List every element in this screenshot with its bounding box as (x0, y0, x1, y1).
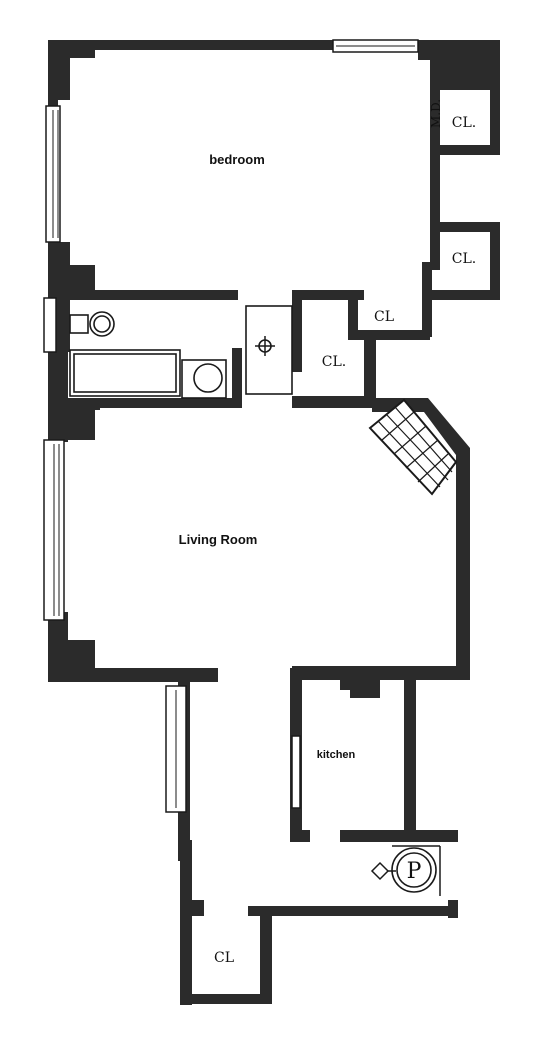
bathtub (69, 349, 181, 397)
bedroom-walls (48, 40, 500, 406)
living-room-window (43, 439, 65, 621)
closet-label-2: CL. (452, 251, 476, 267)
bedroom-window-left (45, 105, 61, 243)
md-label: M.D. (429, 99, 443, 128)
living-room-walls (48, 398, 470, 698)
hall-light-fixture-2 (370, 861, 396, 881)
fireplace (368, 398, 458, 496)
hall-walls (178, 676, 458, 1005)
closet-label-1: CL. (452, 115, 476, 131)
kitchen-pass-through (291, 735, 301, 809)
closet-label-3: CL (374, 309, 394, 325)
room-label-bedroom: bedroom (209, 152, 265, 167)
closet-label-4: CL. (322, 354, 346, 370)
hall-window (165, 685, 187, 813)
bathroom-window (43, 297, 57, 353)
room-label-living-room: Living Room (179, 532, 258, 547)
p-label: P (407, 859, 422, 884)
bedroom-window-top (332, 39, 419, 53)
closet-label-5: CL (214, 950, 234, 966)
toilet (69, 311, 115, 337)
sink (181, 359, 227, 399)
utility-p-symbol (391, 845, 441, 896)
hall-light-fixture (245, 305, 293, 395)
room-label-kitchen: kitchen (317, 749, 356, 761)
